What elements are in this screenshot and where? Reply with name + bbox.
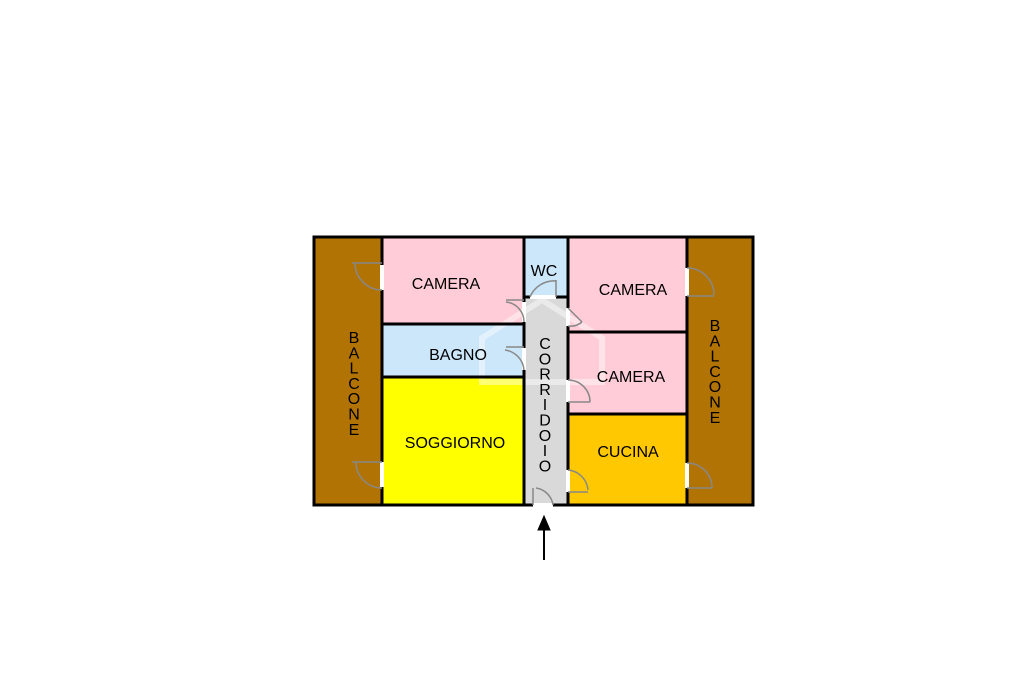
corridoio-area	[525, 297, 568, 505]
door-cucina	[567, 469, 589, 493]
door-bagno	[504, 346, 525, 371]
camera-mid-right-area	[569, 332, 687, 414]
door-camera-top-left	[505, 299, 525, 323]
door-entrance	[532, 487, 554, 506]
balcone-left-area	[314, 237, 382, 505]
entrance-arrow-icon	[537, 514, 551, 560]
camera-mid-right-label: CAMERA	[597, 369, 666, 386]
cucina-label: CUCINA	[597, 444, 659, 461]
camera-top-right-area	[569, 237, 687, 332]
camera-top-left-area	[382, 237, 524, 324]
wc-label: WC	[531, 263, 558, 280]
wc-area	[525, 237, 568, 297]
house-watermark-icon	[479, 296, 605, 385]
bagno-area	[382, 324, 524, 377]
camera-top-right-label: CAMERA	[599, 282, 668, 299]
bagno-label: BAGNO	[429, 347, 487, 364]
door-wc	[529, 280, 557, 298]
door-camera-mid-right	[567, 379, 591, 403]
door-balcone-left-top	[352, 262, 383, 291]
door-swings	[352, 262, 715, 506]
door-balcone-right-bottom	[686, 462, 713, 489]
camera-top-left-label: CAMERA	[412, 276, 481, 293]
door-balcone-left-bottom	[352, 461, 383, 489]
door-balcone-right-top	[686, 267, 715, 297]
soggiorno-label: SOGGIORNO	[405, 435, 505, 452]
door-camera-top-right	[567, 307, 583, 327]
soggiorno-area	[382, 377, 524, 505]
balcone-right-area	[687, 237, 753, 505]
